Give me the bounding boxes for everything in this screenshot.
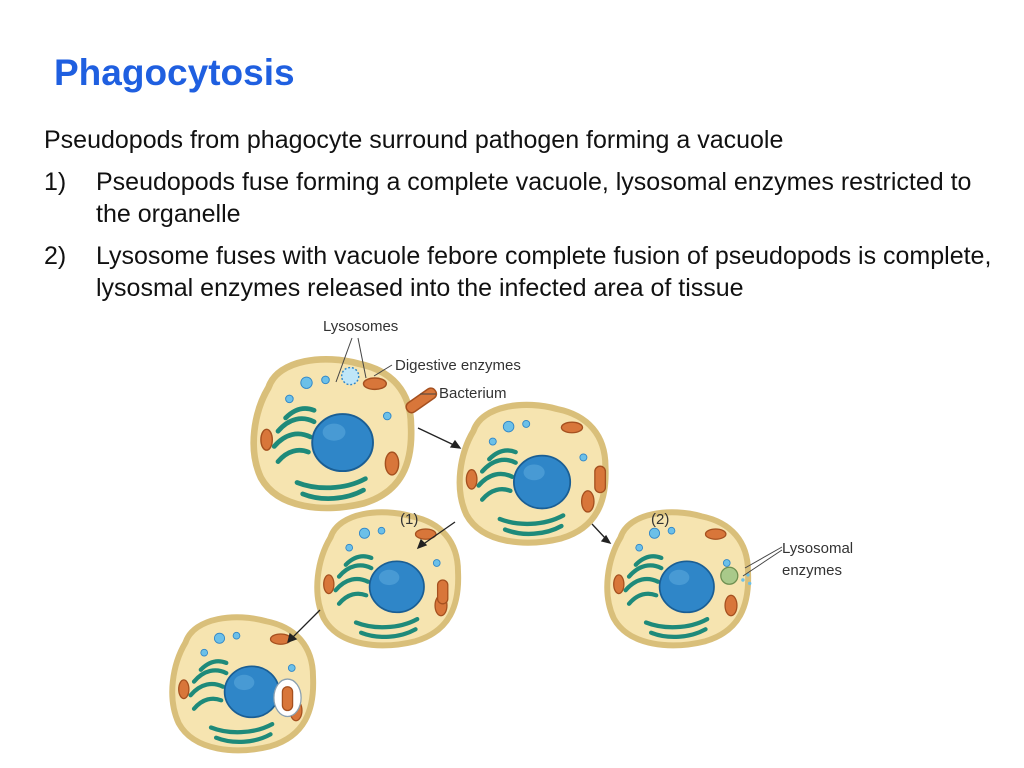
point-text: Lysosome fuses with vacuole febore compl…: [96, 242, 992, 302]
cell-step1: [317, 512, 458, 645]
label-enzymes: enzymes: [782, 562, 842, 579]
point-item: 2) Lysosome fuses with vacuole febore co…: [44, 240, 1004, 304]
point-text: Pseudopods fuse forming a complete vacuo…: [96, 168, 972, 228]
label-step2: (2): [651, 511, 669, 528]
label-step1: (1): [400, 511, 418, 528]
label-pointer-lines: [335, 337, 783, 577]
point-number: 2): [44, 242, 67, 270]
point-list: 1) Pseudopods fuse forming a complete va…: [44, 166, 1004, 314]
point-number: 1): [44, 168, 67, 196]
point-item: 1) Pseudopods fuse forming a complete va…: [44, 166, 1004, 230]
label-digestive-enzymes: Digestive enzymes: [395, 357, 521, 374]
cell-step2: [607, 512, 752, 645]
phagocytosis-diagram: Lysosomes Digestive enzymes Bacterium (1…: [160, 318, 853, 760]
label-lysosomes: Lysosomes: [323, 318, 398, 335]
cell-resting: [254, 359, 411, 508]
cell-engulfing: [460, 405, 606, 543]
page-title: Phagocytosis: [54, 52, 295, 93]
lead-text: Pseudopods from phagocyte surround patho…: [44, 126, 784, 154]
label-bacterium: Bacterium: [439, 385, 507, 402]
label-lysosomal: Lysosomal: [782, 540, 853, 557]
cell-step1-result: [172, 617, 313, 750]
arrow-icon: [287, 427, 612, 644]
